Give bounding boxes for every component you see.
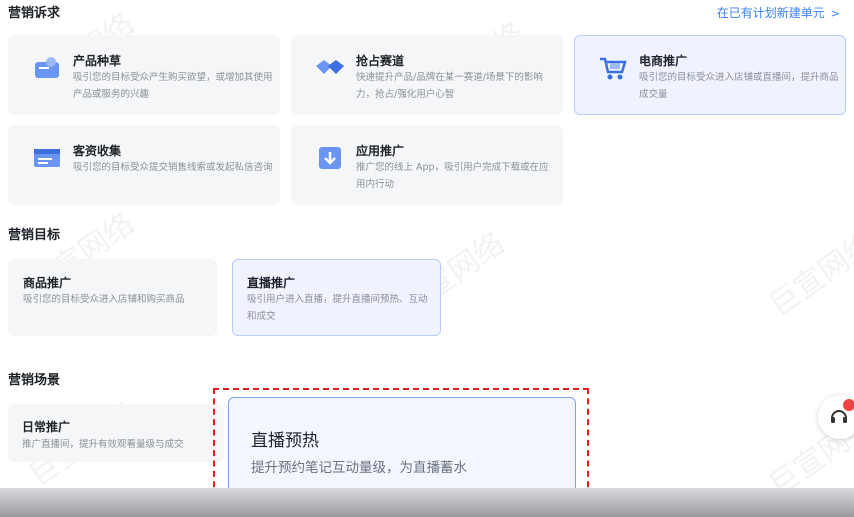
demand-card-leads[interactable]: 客资收集 吸引您的目标受众提交销售线索或发起私信咨询 bbox=[8, 125, 280, 205]
chevron-right-icon: > bbox=[830, 7, 840, 20]
demand-card-product-seeding[interactable]: 产品种草 吸引您的目标受众产生购买欲望，或增加其使用产品或服务的兴趣 bbox=[8, 35, 280, 115]
demand-desc: 推广您的线上 App，吸引用户完成下载或在应用内行动 bbox=[356, 162, 549, 190]
demand-desc: 吸引您的目标受众产生购买欲望，或增加其使用产品或服务的兴趣 bbox=[73, 72, 273, 100]
new-unit-link-label: 在已有计划新建单元 bbox=[716, 6, 825, 20]
demand-desc: 快速提升产品/品牌在某一赛道/场景下的影响力，抢占/强化用户心智 bbox=[356, 72, 543, 100]
goal-desc: 吸引用户进入直播，提升直播间预热、互动和成交 bbox=[247, 294, 428, 322]
goal-card-live[interactable]: 直播推广 吸引用户进入直播，提升直播间预热、互动和成交 bbox=[232, 259, 441, 336]
demand-card-ecommerce[interactable]: 电商推广 吸引您的目标受众进入店铺或直播间，提升商品成交量 bbox=[574, 35, 846, 115]
app-download-icon bbox=[314, 144, 346, 172]
scene-card-daily[interactable]: 日常推广 推广直播间，提升有效观看量级与成交 bbox=[8, 404, 224, 462]
demand-title: 电商推广 bbox=[639, 54, 688, 68]
section-title-scenes: 营销场景 bbox=[8, 373, 61, 388]
demand-title: 客资收集 bbox=[73, 144, 122, 158]
demand-title: 抢占赛道 bbox=[356, 54, 405, 68]
goal-title: 商品推广 bbox=[23, 276, 72, 290]
scene-title: 日常推广 bbox=[22, 420, 71, 434]
section-title-goals: 营销目标 bbox=[8, 228, 61, 243]
product-seeding-icon bbox=[31, 54, 63, 82]
scene-card-preheat[interactable]: 直播预热 提升预约笔记互动量级，为直播蓄水 bbox=[228, 397, 576, 497]
scene-desc: 提升预约笔记互动量级，为直播蓄水 bbox=[251, 460, 467, 476]
goal-title: 直播推广 bbox=[247, 276, 296, 290]
demand-title: 产品种草 bbox=[73, 54, 122, 68]
handshake-icon bbox=[314, 54, 346, 82]
shopping-cart-icon bbox=[597, 54, 629, 82]
demand-card-app[interactable]: 应用推广 推广您的线上 App，吸引用户完成下载或在应用内行动 bbox=[291, 125, 563, 205]
demand-title: 应用推广 bbox=[356, 144, 405, 158]
watermark: 巨宣网络 bbox=[762, 226, 854, 324]
new-unit-link[interactable]: 在已有计划新建单元 > bbox=[717, 4, 840, 21]
demand-desc: 吸引您的目标受众提交销售线索或发起私信咨询 bbox=[73, 162, 273, 173]
demand-card-track[interactable]: 抢占赛道 快速提升产品/品牌在某一赛道/场景下的影响力，抢占/强化用户心智 bbox=[291, 35, 563, 115]
section-title-demands: 营销诉求 bbox=[8, 6, 61, 21]
headset-icon bbox=[831, 410, 847, 423]
demand-desc: 吸引您的目标受众进入店铺或直播间，提升商品成交量 bbox=[639, 72, 839, 100]
scene-title: 直播预热 bbox=[251, 431, 319, 451]
goal-desc: 吸引您的目标受众进入店铺和购买商品 bbox=[23, 294, 185, 305]
form-icon bbox=[31, 144, 63, 172]
bottom-shadow bbox=[0, 488, 854, 517]
goal-card-product[interactable]: 商品推广 吸引您的目标受众进入店铺和购买商品 bbox=[8, 259, 217, 336]
scene-desc: 推广直播间，提升有效观看量级与成交 bbox=[22, 439, 184, 450]
notification-dot bbox=[843, 399, 854, 411]
